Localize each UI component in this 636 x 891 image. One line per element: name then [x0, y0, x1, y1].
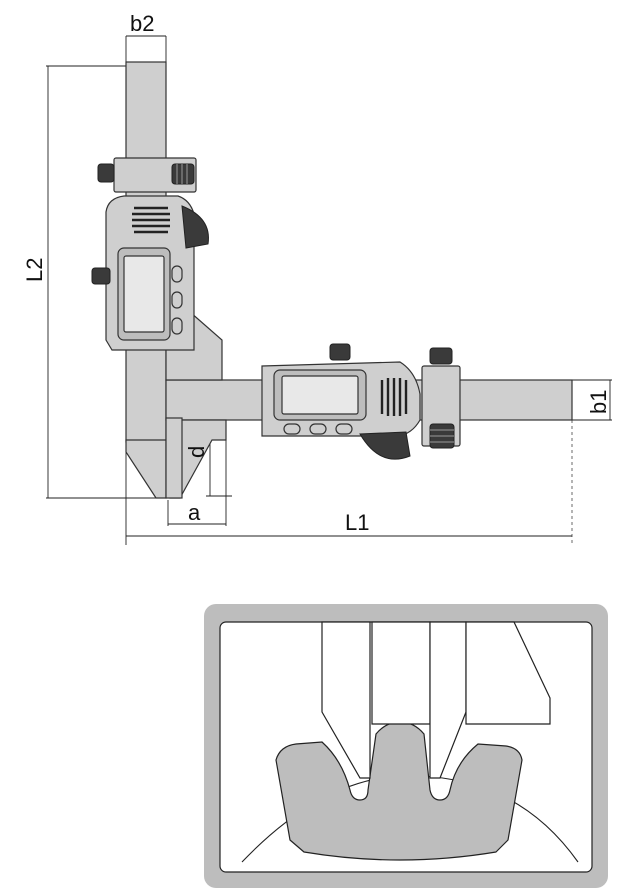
thumb-screw-icon: [429, 347, 453, 365]
vertical-jaw: [125, 439, 167, 499]
thumb-screw-icon: [171, 163, 195, 185]
gear-tooth-icon: [181, 205, 209, 249]
thumb-screw-icon: [429, 423, 455, 449]
dimension-label-a: a: [188, 500, 201, 525]
dimension-lines: [46, 35, 612, 545]
gear-tooth-icon: [275, 721, 523, 861]
dimension-label-l1: L1: [345, 510, 369, 535]
gear-tooth-icon: [359, 431, 411, 460]
horizontal-display-unit: [261, 343, 461, 460]
thumb-screw-icon: [329, 343, 351, 361]
dimension-label-d: d: [184, 446, 209, 458]
dimension-label-b2: b2: [130, 11, 154, 36]
dimension-label-b1: b1: [586, 390, 611, 414]
gear-measurement-inset: [204, 604, 608, 888]
dimension-label-l2: L2: [22, 258, 47, 282]
lcd-display-icon: [117, 247, 171, 341]
lcd-display-icon: [273, 369, 367, 421]
vertical-display-unit: [91, 157, 209, 351]
thumb-screw-icon: [97, 163, 115, 183]
thumb-screw-icon: [91, 267, 111, 285]
